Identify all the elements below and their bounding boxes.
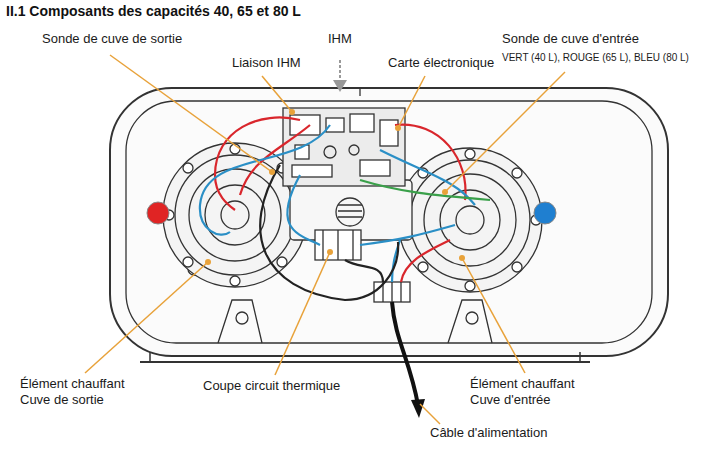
part-label: Liaison IHM — [232, 55, 301, 71]
part-label: Sonde de cuve de sortie — [42, 31, 182, 47]
part-label: VERT (40 L), ROUGE (65 L), BLEU (80 L) — [502, 52, 689, 64]
part-label: Sonde de cuve d'entrée — [502, 31, 639, 47]
part-label: IHM — [328, 31, 352, 47]
part-label: Élément chauffant Cuve de sortie — [20, 376, 140, 408]
part-label: Coupe circuit thermique — [203, 378, 340, 394]
part-label: Carte électronique — [388, 55, 494, 71]
part-label: Câble d'alimentation — [430, 425, 547, 441]
part-label: Élément chauffant Cuve d'entrée — [470, 376, 590, 408]
section-title: II.1 Composants des capacités 40, 65 et … — [6, 3, 301, 19]
